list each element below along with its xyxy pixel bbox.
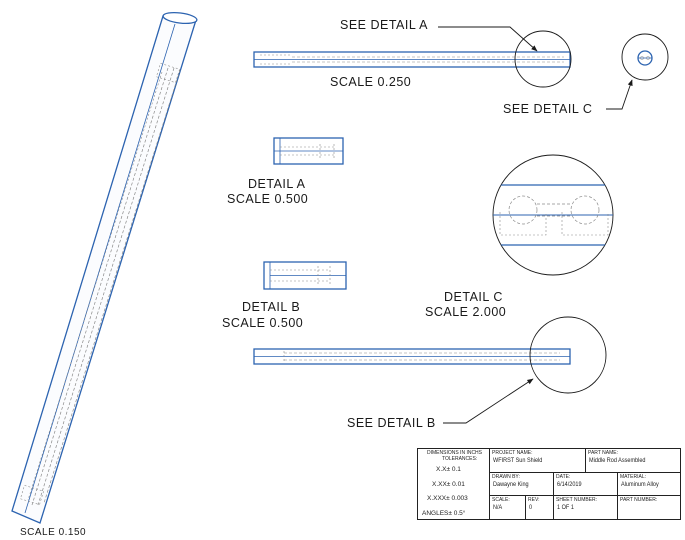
part-number-caption: PART NUMBER: xyxy=(620,497,658,503)
scale-value: N/A xyxy=(493,504,503,511)
tolerance-cell: DIMENSIONS IN INCHS TOLERANCES: X.X± 0.1… xyxy=(418,449,490,520)
drawn-by-value: Dawayne King xyxy=(493,481,529,488)
date-caption: DATE: xyxy=(556,474,571,480)
drawn-by-cell: DRAWN BY: Dawayne King xyxy=(490,473,554,496)
rev-cell: REV: 0 xyxy=(526,496,554,520)
rev-caption: REV: xyxy=(528,497,540,503)
leader-detail-a xyxy=(438,26,538,52)
sheet-number-caption: SHEET NUMBER: xyxy=(556,497,598,503)
material-caption: MATERIAL: xyxy=(620,474,647,480)
project-name-cell: PROJECT NAME: WFIRST Sun Shield xyxy=(490,449,586,473)
dimensions-caption: DIMENSIONS IN INCHS xyxy=(427,450,483,456)
leader-detail-c xyxy=(606,79,633,110)
main-rod-view xyxy=(253,30,572,88)
tolerance-xxx: X.XX± 0.01 xyxy=(432,481,465,488)
detail-a-view xyxy=(273,137,344,165)
tolerance-angles: ANGLES± 0.5° xyxy=(422,510,466,517)
part-name-value: Middle Rod Assembled xyxy=(589,457,646,464)
isometric-rod-view xyxy=(11,11,198,524)
date-cell: DATE: 6/14/2019 xyxy=(554,473,618,496)
lower-rod-view xyxy=(253,316,607,394)
sheet-number-value: 1 OF 1 xyxy=(557,504,574,511)
detail-b-title: DETAIL B xyxy=(242,300,301,314)
tolerance-xx: X.X± 0.1 xyxy=(436,466,461,473)
part-name-caption: PART NAME: xyxy=(588,450,619,456)
material-value: Aluminum Alloy xyxy=(621,481,659,488)
main-scale-label: SCALE 0.250 xyxy=(330,75,412,89)
project-name-value: WFIRST Sun Shield xyxy=(493,457,543,464)
detail-c-view xyxy=(492,154,614,276)
scale-caption: SCALE: xyxy=(492,497,510,503)
detail-c-scale: SCALE 2.000 xyxy=(425,305,507,319)
part-name-cell: PART NAME: Middle Rod Assembled xyxy=(586,449,681,473)
sheet-number-cell: SHEET NUMBER: 1 OF 1 xyxy=(554,496,618,520)
detail-a-scale: SCALE 0.500 xyxy=(227,192,309,206)
detail-b-scale: SCALE 0.500 xyxy=(222,316,304,330)
leader-detail-b xyxy=(443,378,534,424)
iso-scale-label: SCALE 0.150 xyxy=(20,527,87,538)
tolerance-xxxx: X.XXX± 0.003 xyxy=(427,495,468,502)
scale-cell: SCALE: N/A xyxy=(490,496,526,520)
date-value: 6/14/2019 xyxy=(557,481,582,488)
title-block: DIMENSIONS IN INCHS TOLERANCES: X.X± 0.1… xyxy=(417,448,681,520)
project-name-caption: PROJECT NAME: xyxy=(492,450,533,456)
tolerances-caption: TOLERANCES: xyxy=(442,456,478,462)
detail-a-title: DETAIL A xyxy=(248,177,306,191)
part-number-cell: PART NUMBER: xyxy=(618,496,681,520)
drawn-by-caption: DRAWN BY: xyxy=(492,474,520,480)
detail-c-title: DETAIL C xyxy=(444,290,503,304)
material-cell: MATERIAL: Aluminum Alloy xyxy=(618,473,681,496)
rev-value: 0 xyxy=(529,504,533,511)
end-view xyxy=(621,33,669,81)
see-detail-a-label: SEE DETAIL A xyxy=(340,18,428,32)
detail-b-view xyxy=(263,261,347,290)
see-detail-c-label: SEE DETAIL C xyxy=(503,102,593,116)
see-detail-b-label: SEE DETAIL B xyxy=(347,416,436,430)
